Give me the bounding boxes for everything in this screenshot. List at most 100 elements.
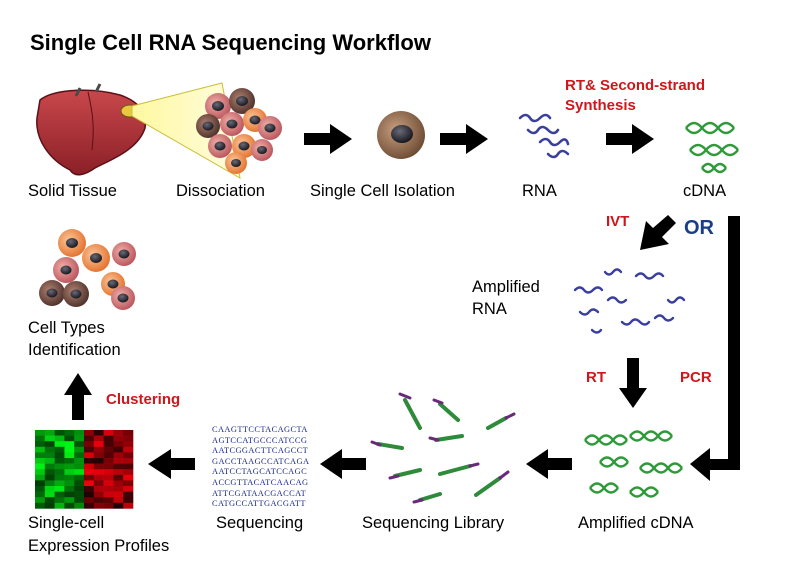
- heatmap-cell: [74, 497, 85, 504]
- heatmap-cell: [103, 486, 114, 492]
- heatmap-cell: [113, 497, 124, 504]
- heatmap-cell: [84, 486, 95, 492]
- label-dissociation: Dissociation: [176, 182, 265, 200]
- heatmap-cell: [54, 474, 65, 481]
- heatmap-cell: [113, 435, 124, 442]
- heatmap-cell: [64, 452, 75, 459]
- heatmap-cell: [84, 441, 95, 448]
- heatmap-cell: [113, 502, 124, 509]
- heatmap-cell: [74, 469, 85, 476]
- heatmap-cell: [64, 441, 75, 448]
- amplified-cdna-image: [584, 430, 683, 498]
- heatmap-cell: [35, 497, 46, 504]
- label-cdna: cDNA: [683, 182, 727, 200]
- heatmap-cell: [35, 446, 46, 453]
- rna-strand-image: [518, 113, 570, 159]
- heatmap-cell: [64, 502, 75, 509]
- heatmap-cell: [64, 446, 75, 453]
- heatmap-cell: [103, 474, 114, 481]
- label-rna: RNA: [522, 182, 557, 200]
- heatmap-cell: [54, 502, 65, 509]
- heatmap-cell: [74, 430, 85, 436]
- arrow-tissue-to-cell: [304, 124, 352, 154]
- heatmap-cell: [44, 435, 55, 442]
- heatmap-cell: [64, 463, 75, 470]
- heatmap-cell: [64, 491, 75, 498]
- heatmap-cell: [44, 441, 55, 448]
- heatmap-cell: [35, 430, 46, 436]
- heatmap-cell: [54, 452, 65, 459]
- heatmap-cell: [84, 497, 95, 504]
- arrow-cdna-to-amplified-rna: [640, 215, 676, 250]
- heatmap-cell: [44, 480, 55, 487]
- label-amplified-rna-line2: RNA: [472, 300, 507, 318]
- heatmap-cell: [84, 458, 95, 464]
- heatmap-cell: [113, 446, 124, 453]
- heatmap-cell: [64, 469, 75, 476]
- heatmap-cell: [64, 486, 75, 492]
- label-sequencing-library: Sequencing Library: [362, 514, 505, 532]
- heatmap-cell: [74, 441, 85, 448]
- label-profiles-line2: Expression Profiles: [28, 537, 170, 555]
- heatmap-cell: [93, 469, 104, 476]
- heatmap-cell: [74, 458, 85, 464]
- sequence-line: CAAGTTCCTACAGCTA: [212, 425, 308, 434]
- heatmap-cell: [93, 497, 104, 504]
- single-cell-image: [377, 111, 425, 159]
- heatmap-cell: [93, 502, 104, 509]
- heatmap-cell: [123, 458, 134, 464]
- heatmap-cell: [84, 435, 95, 442]
- heatmap-cell: [44, 469, 55, 476]
- heatmap-cell: [103, 435, 114, 442]
- heatmap-cell: [54, 497, 65, 504]
- heatmap-cell: [84, 474, 95, 481]
- heatmap-cell: [113, 491, 124, 498]
- label-solid-tissue: Solid Tissue: [28, 182, 117, 200]
- heatmap-cell: [54, 491, 65, 498]
- page-title: Single Cell RNA Sequencing Workflow: [30, 30, 431, 55]
- heatmap-cell: [35, 480, 46, 487]
- step-rt-second-strand-line1: RT& Second-strand: [565, 77, 706, 94]
- heatmap-cell: [74, 474, 85, 481]
- heatmap-cell: [84, 480, 95, 487]
- heatmap-cell: [35, 474, 46, 481]
- heatmap-cell: [123, 469, 134, 476]
- heatmap-cell: [44, 486, 55, 492]
- label-amplified-cdna: Amplified cDNA: [578, 514, 694, 532]
- heatmap-cell: [93, 463, 104, 470]
- heatmap-cell: [103, 446, 114, 453]
- sequence-text-block: CAAGTTCCTACAGCTA AGTCCATGCCCATCCG AATCGG…: [212, 425, 309, 510]
- heatmap-cell: [123, 497, 134, 504]
- cell-types-image: [39, 229, 136, 310]
- heatmap-cell: [54, 458, 65, 464]
- heatmap-image: [35, 430, 134, 509]
- heatmap-cell: [123, 502, 134, 509]
- heatmap-cell: [54, 441, 65, 448]
- arrow-rna-to-cdna: [606, 124, 654, 154]
- heatmap-cell: [74, 486, 85, 492]
- sequence-line: CATGCCATTGACGATT: [212, 499, 306, 509]
- heatmap-cell: [123, 446, 134, 453]
- arrow-pcr-path: [690, 216, 740, 481]
- heatmap-cell: [44, 491, 55, 498]
- heatmap-cell: [84, 452, 95, 459]
- heatmap-cell: [123, 441, 134, 448]
- label-profiles-line1: Single-cell: [28, 514, 105, 532]
- sequence-line: GACCTAAGCCATCAGA: [212, 456, 310, 466]
- heatmap-cell: [84, 469, 95, 476]
- step-rt: RT: [586, 369, 606, 386]
- heatmap-cell: [64, 480, 75, 487]
- heatmap-cell: [93, 446, 104, 453]
- heatmap-cell: [35, 486, 46, 492]
- heatmap-cell: [93, 441, 104, 448]
- heatmap-cell: [103, 469, 114, 476]
- step-rt-second-strand-line2: Synthesis: [565, 97, 636, 114]
- heatmap-cell: [84, 430, 95, 436]
- heatmap-cell: [113, 458, 124, 464]
- arrow-cdna-to-library: [526, 449, 572, 479]
- heatmap-cell: [93, 430, 104, 436]
- heatmap-cell: [44, 446, 55, 453]
- heatmap-cell: [103, 502, 114, 509]
- dissociated-cells-image: [196, 88, 282, 174]
- heatmap-cell: [44, 474, 55, 481]
